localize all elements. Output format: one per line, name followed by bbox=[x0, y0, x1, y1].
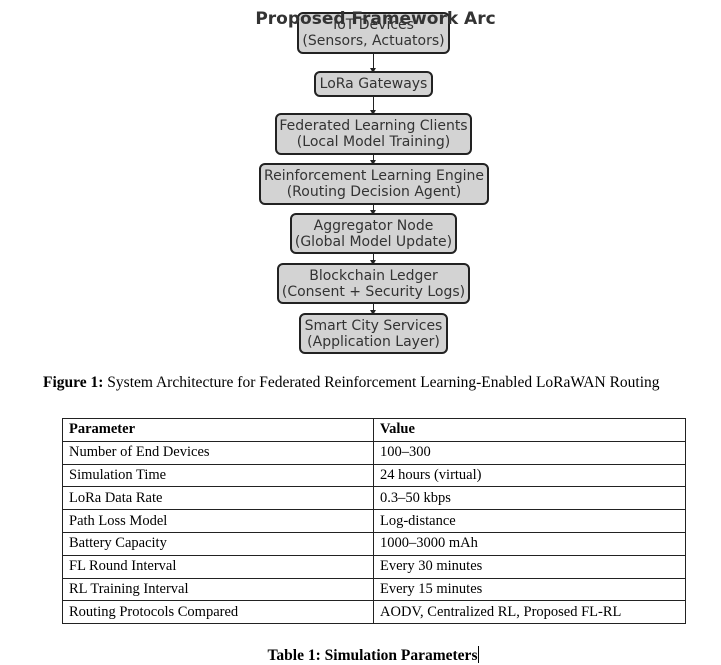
node-line: Smart City Services bbox=[304, 317, 443, 334]
cell-value: Log-distance bbox=[373, 509, 686, 533]
figure-caption-text: System Architecture for Federated Reinfo… bbox=[107, 374, 660, 391]
cell-value: 1000–3000 mAh bbox=[373, 531, 686, 556]
cell-parameter: Routing Protocols Compared bbox=[62, 600, 374, 625]
cell-parameter: Battery Capacity bbox=[62, 531, 374, 556]
node-line: Reinforcement Learning Engine bbox=[263, 168, 484, 184]
table-caption-text: Table 1: Simulation Parameters bbox=[267, 647, 478, 664]
flow-arrow bbox=[369, 304, 376, 315]
cell-parameter: Path Loss Model bbox=[62, 509, 374, 533]
node-rl-engine: Reinforcement Learning Engine (Routing D… bbox=[259, 163, 489, 205]
node-iot-devices: IoT Devices (Sensors, Actuators) bbox=[297, 12, 450, 54]
node-line: (Consent + Security Logs) bbox=[281, 283, 466, 300]
figure-label: Figure 1: bbox=[43, 374, 104, 391]
node-fl-clients: Federated Learning Clients (Local Model … bbox=[275, 113, 472, 155]
node-line: (Sensors, Actuators) bbox=[302, 33, 445, 49]
cell-value: Every 30 minutes bbox=[373, 554, 686, 579]
node-blockchain-ledger: Blockchain Ledger (Consent + Security Lo… bbox=[277, 263, 470, 304]
node-lora-gateways: LoRa Gateways bbox=[314, 71, 433, 97]
cell-value: 24 hours (virtual) bbox=[373, 463, 686, 488]
cell-value: Every 15 minutes bbox=[373, 577, 686, 602]
header-parameter: Parameter bbox=[62, 418, 374, 442]
cell-value: 100–300 bbox=[373, 440, 686, 465]
flow-arrow bbox=[369, 97, 376, 115]
text-cursor bbox=[478, 646, 480, 663]
cell-parameter: RL Training Interval bbox=[62, 577, 374, 602]
figure-caption: Figure 1: System Architecture for Federa… bbox=[43, 374, 660, 392]
flow-arrow bbox=[369, 155, 376, 165]
node-smart-city: Smart City Services (Application Layer) bbox=[299, 313, 448, 354]
node-line: Aggregator Node bbox=[313, 217, 434, 234]
node-line: (Application Layer) bbox=[307, 333, 440, 350]
node-line: (Routing Decision Agent) bbox=[286, 184, 462, 200]
flow-arrow bbox=[369, 205, 376, 215]
flow-arrow bbox=[369, 254, 376, 265]
architecture-diagram: Proposed Framework Arc IoT Devices (Sens… bbox=[255, 9, 496, 354]
node-line: (Local Model Training) bbox=[296, 134, 451, 150]
header-value: Value bbox=[373, 418, 686, 442]
node-line: Blockchain Ledger bbox=[309, 267, 438, 284]
flow-arrow bbox=[369, 54, 376, 73]
node-line: Federated Learning Clients bbox=[279, 118, 468, 134]
node-line: IoT Devices bbox=[333, 17, 414, 33]
cell-value: 0.3–50 kbps bbox=[373, 486, 686, 511]
node-aggregator: Aggregator Node (Global Model Update) bbox=[290, 213, 457, 254]
cell-parameter: FL Round Interval bbox=[62, 554, 374, 579]
diagram-title: Proposed Framework Arc bbox=[255, 9, 496, 29]
cell-parameter: Number of End Devices bbox=[62, 440, 374, 465]
table-header-row: Parameter Value bbox=[62, 418, 686, 442]
cell-parameter: Simulation Time bbox=[62, 463, 374, 488]
cell-parameter: LoRa Data Rate bbox=[62, 486, 374, 511]
node-line: (Global Model Update) bbox=[294, 233, 453, 250]
node-line: LoRa Gateways bbox=[319, 76, 428, 92]
cell-value: AODV, Centralized RL, Proposed FL-RL bbox=[373, 600, 686, 625]
table-caption: Table 1: Simulation Parameters bbox=[0, 646, 721, 665]
